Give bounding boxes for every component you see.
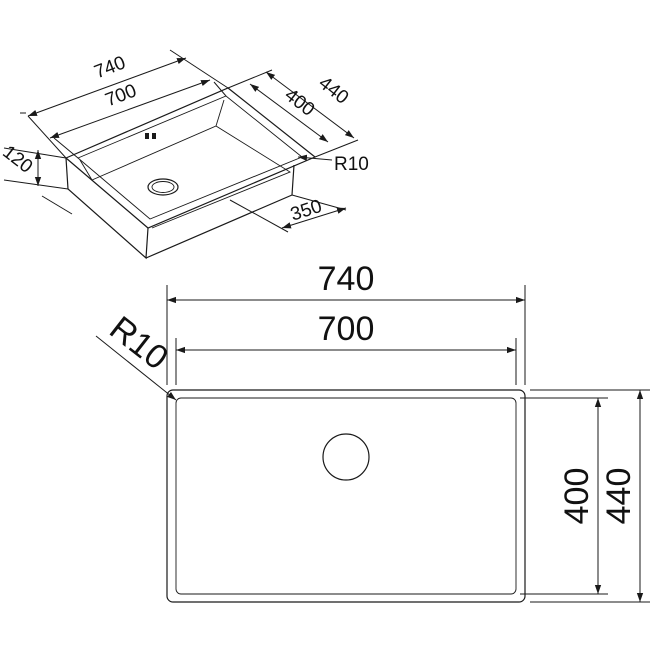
iso-dim-inner-depth: 400: [280, 85, 318, 121]
plan-corner-radius: R10: [102, 309, 175, 377]
iso-overflow-holes: [145, 133, 156, 139]
plan-dim-inner-depth: 400: [558, 468, 596, 525]
iso-dim-outer-width: 740: [91, 52, 128, 83]
plan-dim-outer-width: 740: [318, 260, 375, 298]
iso-bowl-wall-left: [65, 157, 149, 260]
plan-inner-bowl: [175, 397, 517, 595]
isometric-view: 740 700 440 400 R10 120 350: [0, 49, 369, 260]
iso-r10-leader: [297, 154, 333, 161]
iso-rim-outer: [64, 87, 317, 229]
iso-dim-bowl-height: 120: [0, 142, 36, 178]
iso-dim-outer-depth: 440: [314, 73, 352, 109]
iso-corner-radius: R10: [334, 154, 369, 175]
iso-bowl-bottom: [91, 125, 291, 229]
iso-dim-front-height: 350: [288, 196, 325, 226]
iso-rim-inner: [77, 95, 303, 220]
iso-dim-line-700: [49, 79, 211, 139]
iso-dim-line-400: [249, 83, 329, 143]
iso-drain-inner: [151, 181, 175, 193]
plan-r10-leader: [95, 335, 177, 401]
plan-dim-inner-width: 700: [318, 310, 375, 348]
iso-dim-inner-width: 700: [102, 80, 139, 111]
iso-dim-line-350: [281, 207, 347, 229]
plan-view: 740 700 R10 400 440: [95, 260, 650, 603]
iso-bowl-back-corner: [215, 99, 225, 127]
plan-outer-rim: [166, 389, 526, 603]
iso-drain: [147, 178, 179, 196]
plan-drain: [322, 433, 370, 481]
iso-bowl-left-corner: [79, 159, 93, 181]
plan-dim-outer-depth: 440: [600, 468, 638, 525]
